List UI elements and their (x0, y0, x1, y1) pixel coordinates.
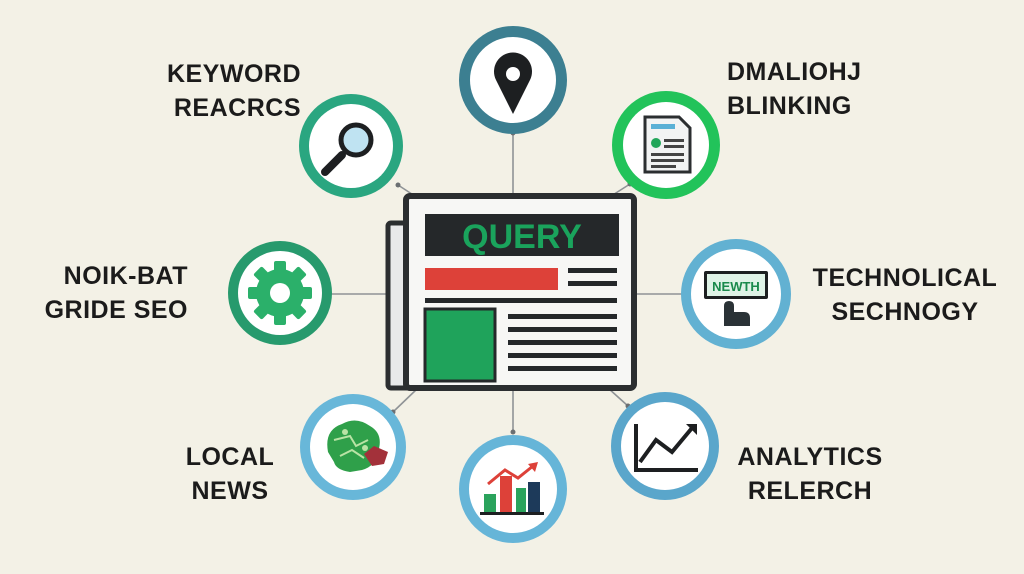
red-bar (425, 268, 558, 290)
label-line: RELERCH (747, 477, 873, 505)
line-chart-icon (634, 424, 698, 472)
label-line: LOCAL (185, 443, 275, 471)
bar-chart-icon (480, 462, 544, 515)
label-line: NOIK-BAT (63, 262, 188, 290)
label-line: DMALIOHJ (727, 58, 862, 86)
label-line: GRIDE SEO (44, 296, 188, 324)
node-technical: NEWTH (681, 239, 791, 349)
node-local-news (300, 394, 406, 500)
node-grid-seo (228, 241, 332, 345)
label-local-news: LOCAL NEWS (170, 440, 290, 508)
label-line: NEWS (191, 477, 269, 505)
label-keyword-research: KEYWORD REACRCS (167, 57, 301, 125)
document-icon (643, 115, 692, 174)
map-pin-icon (494, 52, 532, 114)
magnifier-icon (321, 122, 374, 176)
connectors (326, 133, 686, 432)
headline-bar (425, 214, 619, 256)
node-blinking (612, 91, 720, 199)
label-blinking: DMALIOHJ BLINKING (727, 55, 862, 123)
gear-icon (248, 261, 312, 325)
node-location (459, 26, 567, 134)
label-line: REACRCS (173, 94, 301, 122)
green-block (423, 307, 497, 383)
newspaper-icon: QUERY (385, 193, 637, 391)
node-keyword-research (299, 94, 403, 198)
monitor-screen-text: NEWTH (712, 279, 760, 294)
label-line: TECHNOLICAL (812, 264, 998, 292)
monitor-hand-icon: NEWTH (704, 271, 768, 326)
brain-map-icon (327, 420, 388, 472)
headline-text: QUERY (462, 218, 582, 256)
node-bar-chart (459, 435, 567, 543)
label-technical: TECHNOLICAL SECHNOGY (805, 261, 1005, 329)
label-line: BLINKING (727, 92, 852, 120)
node-analytics (611, 392, 719, 500)
label-grid-seo: NOIK-BAT GRIDE SEO (45, 259, 188, 327)
label-line: KEYWORD (166, 60, 301, 88)
label-line: SECHNOGY (831, 298, 979, 326)
label-analytics: ANALYTICS RELERCH (725, 440, 895, 508)
connector-local-news (392, 387, 419, 413)
label-line: ANALYTICS (737, 443, 883, 471)
